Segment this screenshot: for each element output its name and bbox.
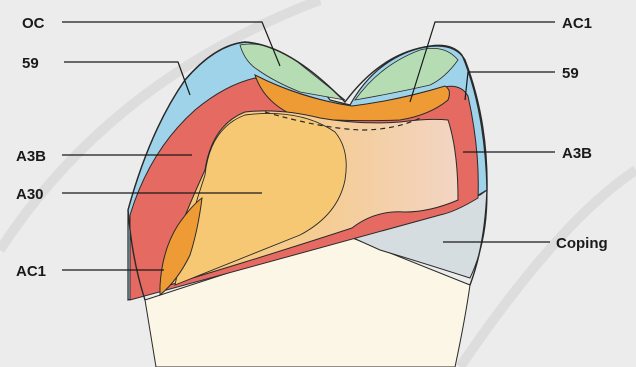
label-59-right: 59: [562, 65, 579, 82]
label-a3b-left: A3B: [16, 148, 46, 165]
leader-59-right: [465, 72, 555, 100]
label-a30: A30: [16, 186, 44, 203]
label-coping: Coping: [556, 235, 608, 252]
label-59-left: 59: [22, 55, 39, 72]
label-ac1-left: AC1: [16, 263, 46, 280]
label-oc: OC: [22, 15, 45, 32]
label-a3b-right: A3B: [562, 145, 592, 162]
label-ac1-right: AC1: [562, 15, 592, 32]
